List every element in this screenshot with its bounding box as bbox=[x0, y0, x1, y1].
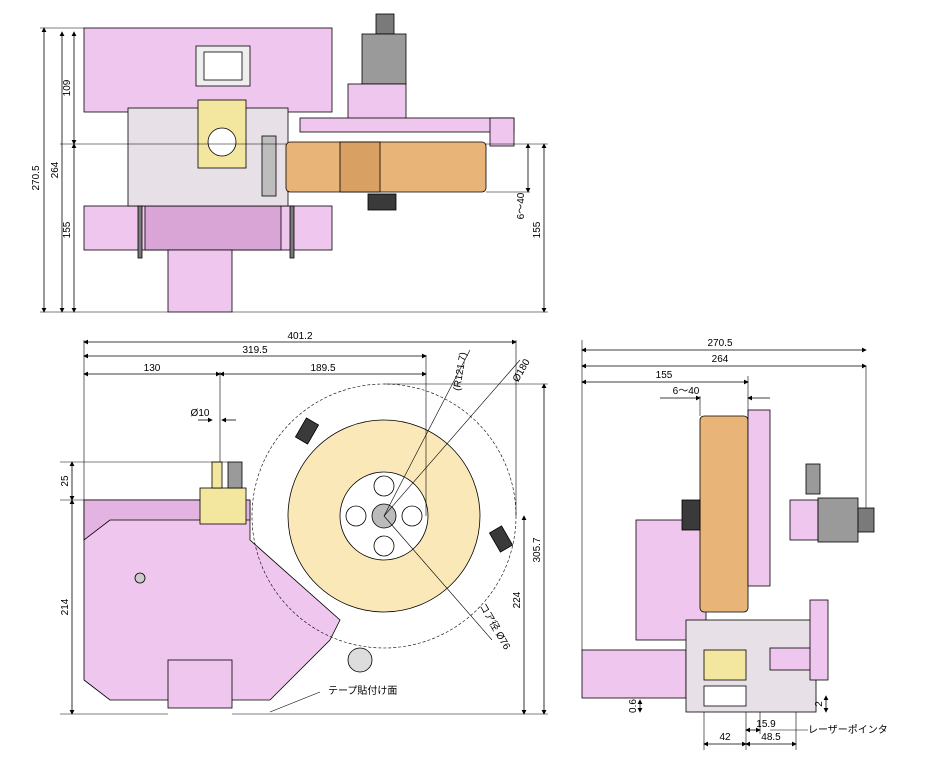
dim-side-val-42: 42 bbox=[719, 732, 731, 743]
top-motor bbox=[361, 33, 407, 85]
dim-front-total-width: 401.2 bbox=[287, 331, 312, 342]
front-hole-3 bbox=[345, 505, 367, 527]
dim-top-lower-height: 155 bbox=[62, 221, 73, 238]
top-pin-right bbox=[289, 205, 295, 259]
dim-side-width-155: 155 bbox=[656, 370, 673, 381]
side-motor-base bbox=[789, 499, 819, 541]
side-connector bbox=[703, 685, 747, 707]
dim-front-height-214: 214 bbox=[60, 598, 71, 615]
dim-front-core-dia: コア径 Ø76 bbox=[476, 601, 513, 653]
dim-front-width-319: 319.5 bbox=[242, 345, 267, 356]
front-roller bbox=[347, 647, 373, 673]
front-hole-4 bbox=[401, 505, 423, 527]
top-arm bbox=[299, 117, 515, 133]
front-hole-2 bbox=[373, 535, 395, 557]
top-bottom-block bbox=[167, 249, 233, 313]
top-spring bbox=[261, 135, 277, 197]
top-view: 270.5 264 109 155 155 6～40 bbox=[31, 13, 548, 313]
top-arm-end bbox=[489, 117, 515, 147]
dim-side-width-264: 264 bbox=[712, 354, 729, 365]
dim-side-val-2: 2 bbox=[814, 701, 825, 707]
label-tape-surface: テープ貼付け面 bbox=[328, 684, 397, 697]
dim-top-body-height: 264 bbox=[50, 161, 61, 178]
dim-top-gap: 6～40 bbox=[516, 192, 527, 219]
top-connector bbox=[203, 51, 243, 81]
dim-top-lower-right: 155 bbox=[532, 221, 543, 238]
dim-front-dia-10: Ø10 bbox=[191, 408, 210, 419]
dim-front-height-305: 305.7 bbox=[532, 537, 543, 562]
front-pin bbox=[211, 461, 223, 489]
top-motor-cap bbox=[375, 13, 395, 35]
dim-side-gap: 6～40 bbox=[673, 386, 700, 397]
side-reel-plate bbox=[747, 409, 771, 587]
side-view: 270.5 264 155 6～40 0.6 2 15.9 42 48.5 レー… bbox=[581, 338, 888, 750]
side-right-arm bbox=[809, 599, 829, 681]
dim-side-val-159: 15.9 bbox=[756, 719, 776, 730]
front-sensor-left bbox=[294, 417, 320, 445]
side-motor bbox=[817, 497, 859, 543]
dim-top-total-height: 270.5 bbox=[31, 165, 42, 190]
side-knob bbox=[681, 499, 701, 531]
top-tape-roll bbox=[285, 141, 487, 193]
dim-side-val-06: 0.6 bbox=[628, 699, 639, 713]
front-bolt bbox=[134, 572, 146, 584]
dim-front-height-25: 25 bbox=[60, 475, 71, 487]
side-brass bbox=[703, 649, 747, 681]
front-knob bbox=[227, 461, 243, 489]
side-knob-top bbox=[805, 463, 821, 495]
dim-side-val-485: 48.5 bbox=[761, 732, 781, 743]
top-pin-left bbox=[137, 205, 143, 259]
side-tape-roll bbox=[699, 415, 749, 613]
dim-side-total-width: 270.5 bbox=[707, 338, 732, 349]
dim-front-width-189: 189.5 bbox=[310, 363, 335, 374]
dim-front-width-130: 130 bbox=[144, 363, 161, 374]
top-disc bbox=[207, 127, 237, 157]
front-lower-block bbox=[167, 659, 233, 709]
dim-front-height-224: 224 bbox=[512, 591, 523, 608]
side-lower-block bbox=[581, 649, 687, 699]
front-hole-1 bbox=[373, 475, 395, 497]
front-brass-head bbox=[199, 487, 247, 525]
top-lower-plate-inner bbox=[144, 205, 282, 251]
dim-front-dia-180: Ø180 bbox=[511, 357, 533, 384]
side-motor-cap bbox=[857, 507, 875, 533]
top-tape-core bbox=[339, 141, 381, 193]
front-sensor-right bbox=[488, 525, 514, 553]
label-laser-pointer: レーザーポインタ bbox=[808, 724, 888, 736]
dim-top-upper-height: 109 bbox=[62, 79, 73, 96]
front-view: 401.2 319.5 189.5 130 Ø10 25 214 224 305… bbox=[60, 331, 548, 715]
dim-front-radius: (R121.7) bbox=[452, 351, 470, 391]
top-knob bbox=[367, 193, 397, 211]
